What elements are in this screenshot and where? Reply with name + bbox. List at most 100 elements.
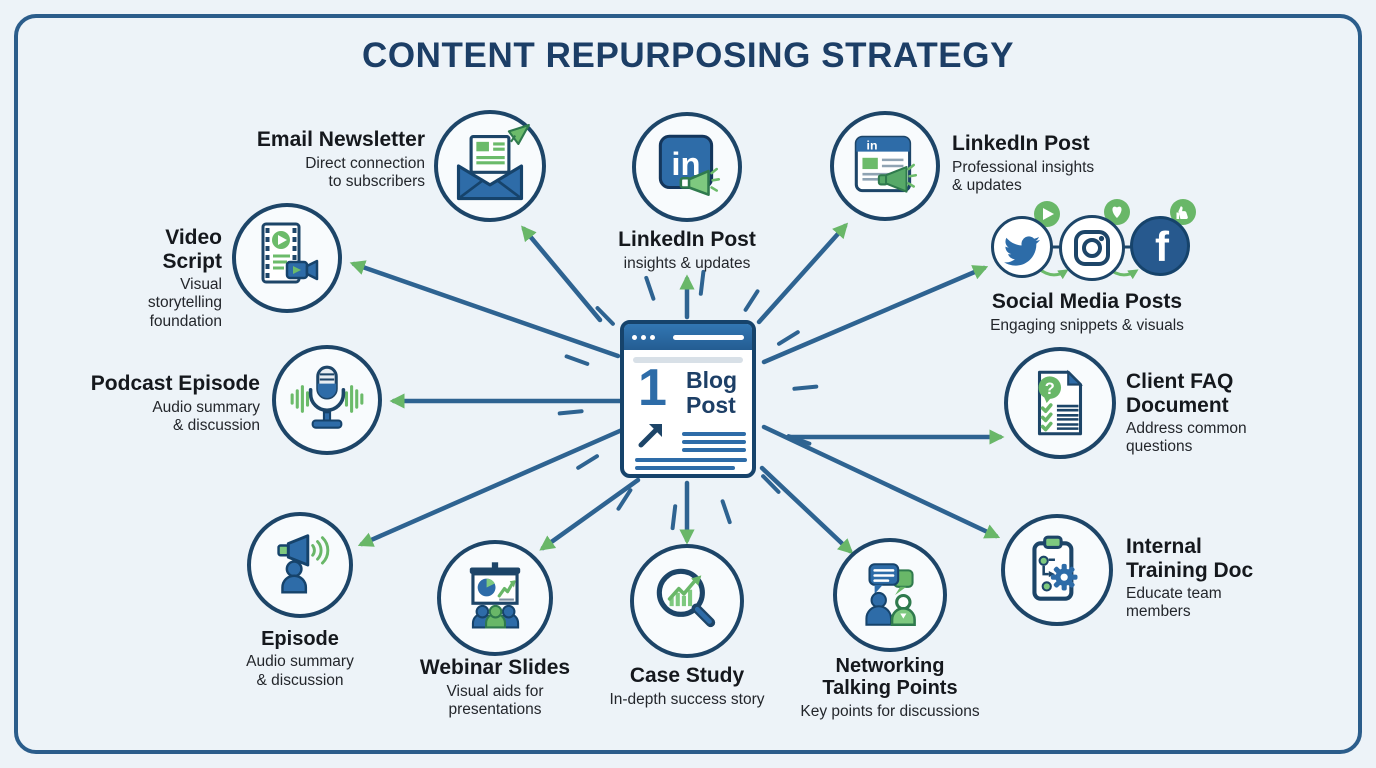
magnifier-growth-icon	[656, 568, 716, 628]
blog-count: 1	[638, 359, 667, 417]
webinar-slides-node	[437, 540, 553, 656]
facebook-icon: f	[1155, 223, 1170, 270]
node-title: Social Media Posts	[991, 290, 1183, 313]
node-title: Webinar Slides	[419, 656, 571, 679]
arrow-to-networking	[759, 465, 854, 555]
instagram-icon	[1074, 230, 1110, 266]
email-newsletter-label: Email Newsletter Direct connection to su…	[150, 128, 425, 191]
social-media-label: Social Media Posts Engaging snippets & v…	[947, 290, 1227, 335]
blog-post-title: Blog Post	[686, 367, 738, 419]
text-line	[635, 458, 747, 462]
node-subtitle: questions	[1126, 438, 1193, 456]
internal-training-label: Internal Training Doc Educate team membe…	[1126, 535, 1361, 622]
presentation-audience-icon	[469, 562, 521, 629]
faq-document-icon: ?	[1037, 369, 1083, 436]
node-subtitle: Address common	[1126, 420, 1247, 438]
client-faq-node: ?	[1004, 347, 1116, 459]
client-faq-label: Client FAQ Document Address common quest…	[1126, 370, 1361, 457]
blog-post-node: 1 Blog Post	[620, 320, 756, 478]
node-subtitle: Educate team	[1126, 585, 1222, 603]
text-line	[682, 432, 746, 436]
linkedin-megaphone-icon: in	[658, 134, 721, 196]
node-subtitle: & discussion	[256, 671, 344, 689]
arrow-to-video-script	[349, 260, 621, 359]
node-subtitle: members	[1126, 603, 1191, 621]
arrow-to-episode	[357, 427, 625, 547]
node-title: Podcast Episode	[90, 372, 260, 395]
episode-label: Episode Audio summary & discussion	[195, 628, 405, 690]
node-title: Video	[165, 226, 222, 249]
twitter-icon	[1004, 236, 1040, 266]
node-subtitle: insights & updates	[623, 254, 751, 272]
window-dot	[632, 334, 637, 340]
node-title: Document	[1126, 393, 1229, 417]
node-title: Networking	[835, 655, 945, 677]
person-megaphone-icon	[277, 534, 330, 594]
text-line	[635, 466, 735, 470]
arrow-to-internal-training	[761, 424, 1001, 539]
browser-window-icon	[624, 324, 752, 350]
node-subtitle: Visual	[180, 276, 222, 294]
node-title: Email Newsletter	[256, 128, 425, 151]
blog-title-line: Blog	[686, 367, 738, 393]
up-right-arrow-icon	[638, 424, 662, 448]
facebook-node: f	[1130, 216, 1190, 276]
node-subtitle: Visual aids for	[446, 682, 544, 700]
node-subtitle: Audio summary	[246, 653, 354, 671]
arrow-to-webinar-slides	[539, 477, 641, 551]
case-study-node	[630, 544, 744, 658]
node-subtitle: to subscribers	[328, 172, 425, 190]
podcast-episode-label: Podcast Episode Audio summary & discussi…	[20, 372, 260, 435]
node-subtitle: foundation	[149, 312, 222, 330]
page-title: CONTENT REPURPOSING STRATEGY	[361, 36, 1015, 75]
node-title: Internal	[1126, 535, 1202, 558]
people-discussion-icon	[865, 563, 916, 627]
node-title: Episode	[261, 628, 339, 650]
case-study-label: Case Study In-depth success story	[567, 664, 807, 709]
linkedin-post-right-node: in	[830, 111, 940, 221]
node-subtitle: storytelling	[147, 294, 222, 312]
node-subtitle: Engaging snippets & visuals	[990, 316, 1184, 334]
linkedin-post-top-node: in	[632, 112, 742, 222]
node-subtitle: Key points for discussions	[800, 702, 980, 720]
linkedin-post-card-icon: in	[854, 135, 918, 193]
node-title: Client FAQ	[1126, 370, 1234, 393]
node-title: Script	[162, 249, 222, 273]
email-newsletter-node	[434, 110, 546, 222]
text-line	[682, 448, 746, 452]
networking-label: Networking Talking Points Key points for…	[755, 655, 1025, 721]
node-subtitle: Professional insights	[952, 158, 1095, 176]
svg-text:in: in	[867, 139, 878, 153]
podcast-episode-node	[272, 345, 382, 455]
node-subtitle: & discussion	[172, 416, 260, 434]
node-subtitle: Direct connection	[305, 154, 425, 172]
node-title: LinkedIn Post	[618, 228, 756, 251]
node-title: Talking Points	[822, 677, 958, 700]
svg-text:f: f	[1155, 223, 1170, 270]
window-gray-line	[633, 357, 743, 363]
film-strip-camera-icon	[261, 222, 319, 284]
internal-training-node	[1001, 514, 1113, 626]
blog-title-line: Post	[686, 392, 736, 419]
instagram-node	[1059, 215, 1125, 281]
node-subtitle: & updates	[952, 176, 1022, 194]
node-title: Training Doc	[1126, 558, 1254, 582]
window-address-bar	[673, 334, 744, 340]
node-subtitle: presentations	[448, 700, 542, 718]
svg-text:?: ?	[1045, 380, 1055, 398]
video-script-label: Video Script Visual storytelling foundat…	[40, 226, 222, 331]
node-title: Case Study	[629, 664, 745, 687]
node-subtitle: Audio summary	[152, 398, 260, 416]
text-line	[682, 440, 746, 444]
email-paper-plane-icon	[456, 124, 530, 201]
linkedin-post-top-label: LinkedIn Post insights & updates	[577, 228, 797, 273]
clipboard-gear-icon	[1032, 535, 1078, 601]
networking-node	[833, 538, 947, 652]
linkedin-post-right-label: LinkedIn Post Professional insights & up…	[952, 132, 1202, 195]
webinar-slides-label: Webinar Slides Visual aids for presentat…	[380, 656, 610, 719]
node-subtitle: In-depth success story	[609, 690, 765, 708]
window-dot	[650, 334, 655, 340]
video-script-node	[232, 203, 342, 313]
episode-node	[247, 512, 353, 618]
